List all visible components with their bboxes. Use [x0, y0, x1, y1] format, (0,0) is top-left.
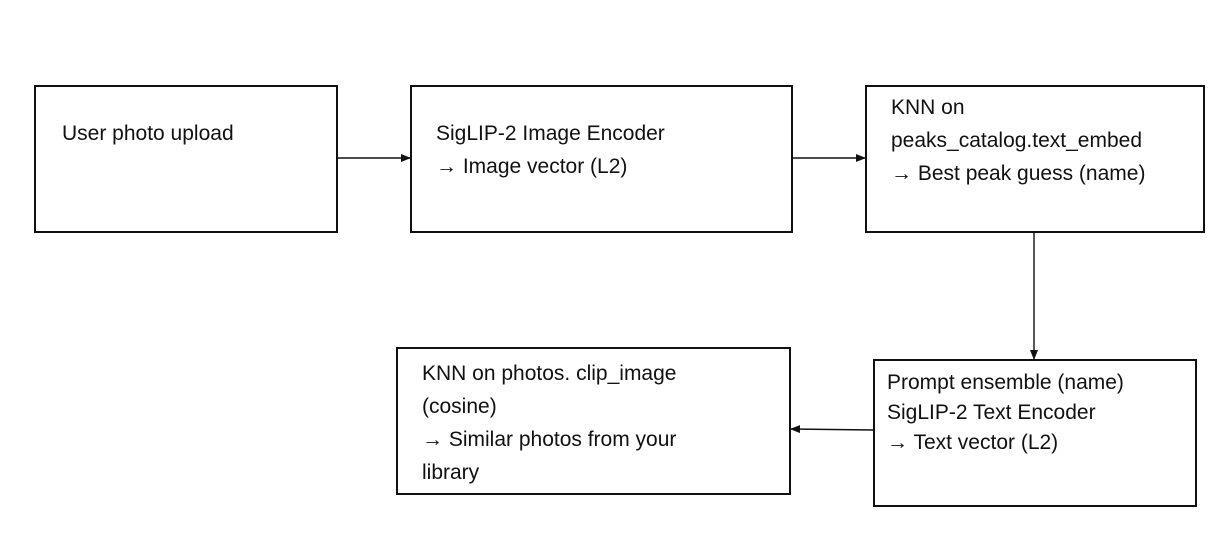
node-line: SigLIP-2 Image Encoder	[436, 122, 665, 145]
node-image-encoder: SigLIP-2 Image Encoder → Image vector (L…	[410, 85, 793, 233]
node-user-photo-upload: User photo upload	[34, 85, 338, 233]
node-label: KNN on photos. clip_image (cosine) → Sim…	[422, 357, 676, 489]
node-line: → Text vector (L2)	[887, 431, 1059, 454]
node-prompt-text-encoder: Prompt ensemble (name) SigLIP-2 Text Enc…	[873, 359, 1197, 507]
edge-prompt-to-knn-photos	[790, 425, 874, 434]
node-label: KNN on peaks_catalog.text_embed → Best p…	[891, 91, 1145, 190]
node-knn-peaks: KNN on peaks_catalog.text_embed → Best p…	[865, 85, 1205, 233]
node-knn-photos: KNN on photos. clip_image (cosine) → Sim…	[396, 347, 791, 495]
node-line: SigLIP-2 Text Encoder	[887, 401, 1096, 424]
node-line: library	[422, 461, 480, 484]
node-line: → Image vector (L2)	[436, 155, 628, 178]
node-label: User photo upload	[62, 117, 234, 150]
node-line: → Best peak guess (name)	[891, 162, 1146, 185]
node-line: → Similar photos from your	[422, 428, 677, 451]
node-line: Prompt ensemble (name)	[887, 371, 1124, 394]
node-line: (cosine)	[422, 395, 497, 418]
node-line: peaks_catalog.text_embed	[891, 129, 1143, 152]
node-label: Prompt ensemble (name) SigLIP-2 Text Enc…	[887, 368, 1124, 458]
node-line: KNN on photos. clip_image	[422, 362, 677, 385]
node-label: SigLIP-2 Image Encoder → Image vector (L…	[436, 117, 665, 183]
node-line: User photo upload	[62, 122, 234, 145]
node-line: KNN on	[891, 96, 965, 119]
